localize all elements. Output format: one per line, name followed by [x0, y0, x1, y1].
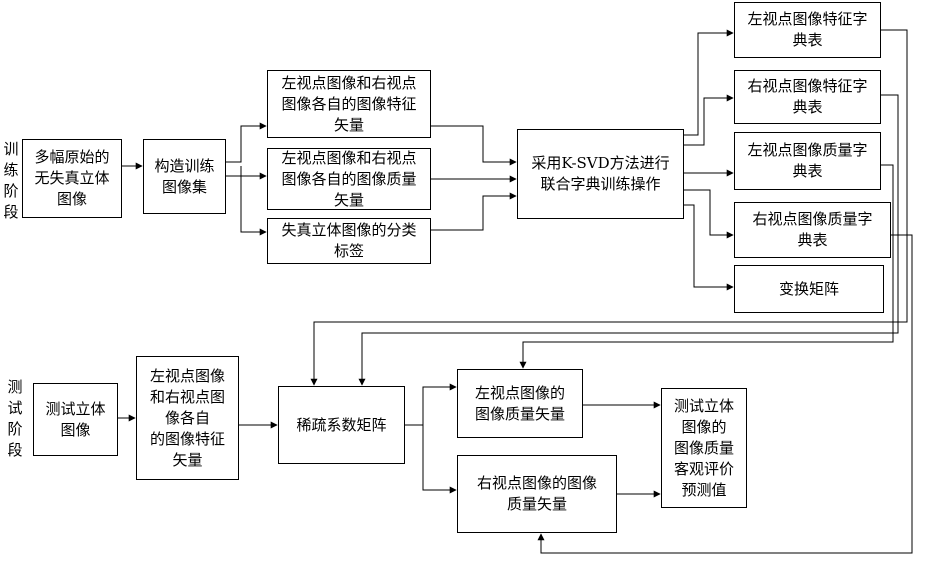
right-feature-dictionary-box: 右视点图像特征字 典表 — [734, 70, 881, 124]
left-quality-dictionary-box: 左视点图像质量字 典表 — [734, 132, 881, 190]
arrow-labels-to-ksvd — [431, 196, 516, 230]
left-feature-dictionary-box: 左视点图像特征字 典表 — [734, 2, 881, 58]
quality-vectors-box: 左视点图像和右视点 图像各自的图像质量 矢量 — [267, 148, 431, 210]
build-training-set-box: 构造训练 图像集 — [143, 139, 226, 214]
right-quality-dictionary-box: 右视点图像质量字 典表 — [734, 202, 891, 258]
transform-matrix-box: 变换矩阵 — [734, 265, 884, 313]
test-features-box: 左视点图像 和右视点图 像各自 的图像特征 矢量 — [136, 356, 239, 480]
training-stage-label: 训 练 阶 段 — [2, 139, 20, 223]
arrow-ksvd-to-transform — [684, 205, 733, 287]
original-images-box: 多幅原始的 无失真立体 图像 — [22, 139, 122, 218]
arrow-feat-to-ksvd — [431, 126, 516, 162]
right-quality-vector-box: 右视点图像的图像 质量矢量 — [457, 455, 617, 533]
arrow-sparse-to-right-vec — [423, 425, 456, 490]
testing-stage-label: 测 试 阶 段 — [6, 377, 24, 461]
test-image-box: 测试立体 图像 — [33, 383, 118, 456]
arrow-ksvd-to-right-quality-dict — [684, 190, 733, 235]
arrow-sparse-to-left-vec — [405, 387, 456, 425]
arrow-ksvd-to-right-feat-dict — [684, 98, 733, 145]
class-labels-box: 失真立体图像的分类 标签 — [267, 218, 431, 264]
left-quality-vector-box: 左视点图像的 图像质量矢量 — [457, 369, 583, 438]
arrow-ksvd-to-left-feat-dict — [684, 33, 733, 135]
sparse-coefficient-box: 稀疏系数矩阵 — [278, 386, 405, 464]
ksvd-training-box: 采用K-SVD方法进行 联合字典训练操作 — [517, 129, 684, 219]
prediction-box: 测试立体 图像的 图像质量 客观评价 预测值 — [661, 388, 747, 508]
feature-vectors-box: 左视点图像和右视点 图像各自的图像特征 矢量 — [267, 70, 431, 138]
arrow-build-to-feat — [226, 126, 266, 162]
